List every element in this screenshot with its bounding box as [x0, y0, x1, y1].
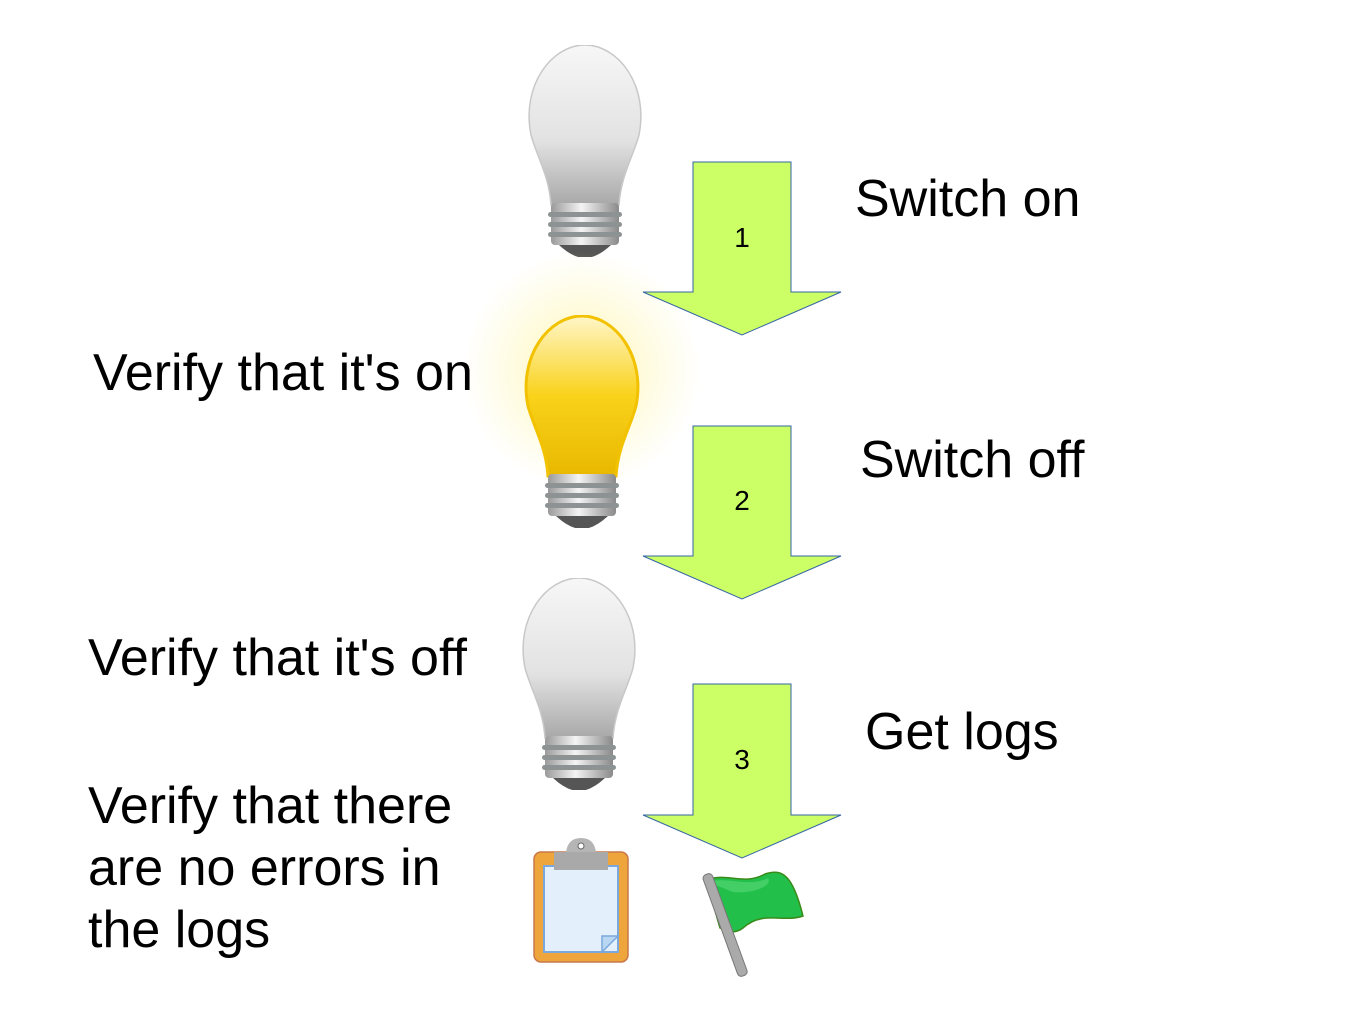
arrow-down-step-2 [642, 425, 842, 600]
step-action-label: Switch on [855, 170, 1081, 228]
step-action-label: Get logs [865, 703, 1059, 761]
step-action-label: Switch off [860, 431, 1085, 489]
verification-label: Verify that it's off [88, 629, 467, 687]
clipboard-icon [533, 838, 629, 963]
step-number: 3 [734, 744, 750, 775]
verification-label: Verify that there are no errors in the l… [88, 777, 453, 959]
verification-label: Verify that it's on [93, 344, 473, 402]
lightbulb-off-icon [528, 45, 642, 257]
arrow-down-step-1 [642, 161, 842, 336]
green-flag-icon [702, 871, 804, 977]
step-number: 2 [734, 485, 750, 516]
step-number: 1 [734, 222, 750, 253]
lightbulb-on-icon [524, 315, 640, 528]
lightbulb-off-icon [522, 578, 636, 790]
arrow-down-step-3 [642, 683, 842, 859]
